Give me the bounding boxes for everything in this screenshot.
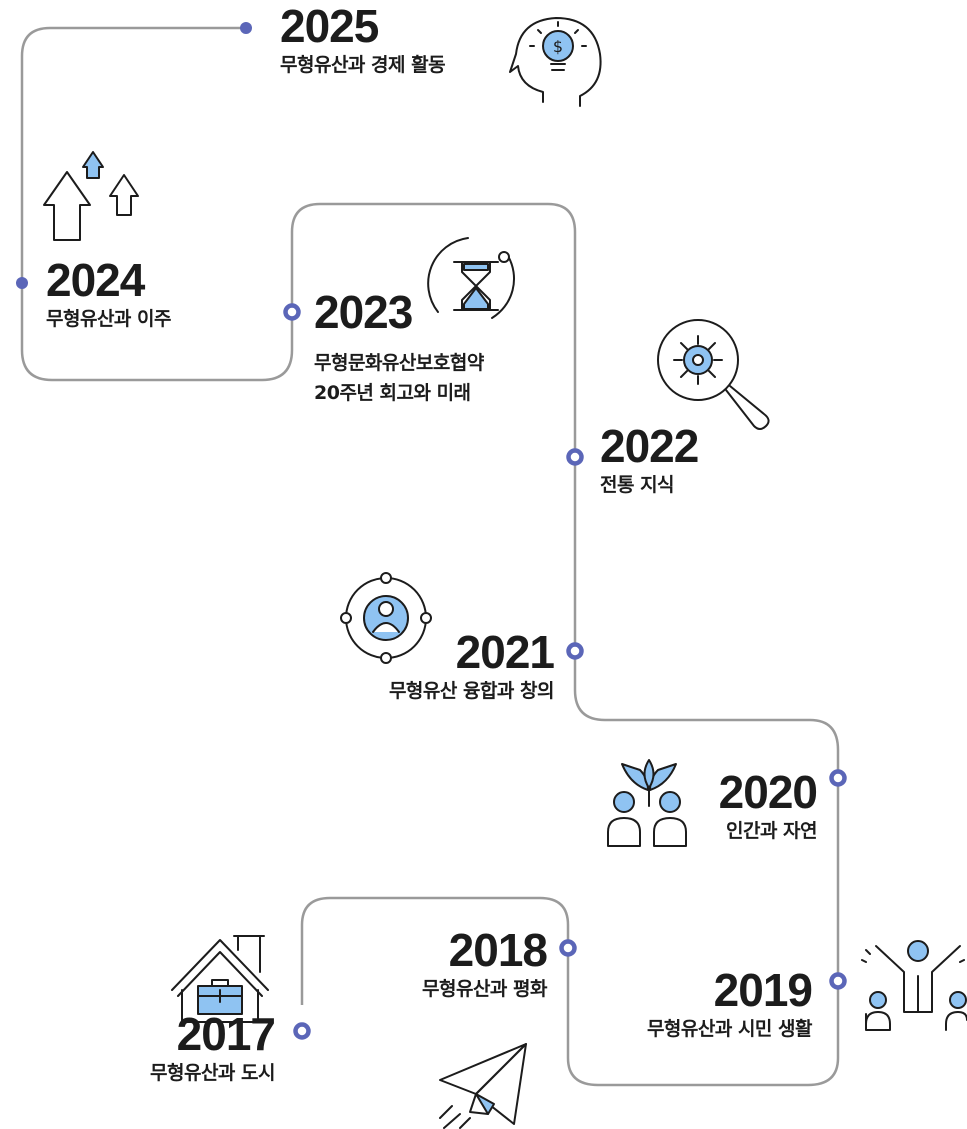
entry-2019: 2019 무형유산과 시민 생활 (646, 964, 813, 1044)
timeline-path (20, 26, 840, 1087)
entry-title: 무형유산과 도시 (150, 1062, 275, 1084)
year-label: 2022 (600, 420, 699, 472)
paper-plane-icon (439, 1043, 527, 1129)
entry-2024: 2024 무형유산과 이주 (46, 256, 171, 334)
entry-title-line2: 20주년 회고와 미래 (314, 382, 471, 404)
year-label: 2020 (718, 766, 818, 818)
dot-2018 (559, 939, 577, 957)
entry-title: 무형유산과 경제 활동 (280, 54, 446, 76)
entry-title: 무형유산과 평화 (422, 978, 547, 1000)
upward-arrows-icon (43, 151, 139, 241)
entry-2021: 2021 무형유산 융합과 창의 (388, 626, 555, 706)
year-label: 2018 (448, 924, 548, 976)
dot-2023 (283, 303, 301, 321)
house-briefcase-icon (171, 935, 269, 1023)
entry-title: 인간과 자연 (725, 820, 818, 842)
entry-2023: 2023 무형문화유산보호협약 20주년 회고와 미래 (314, 288, 484, 408)
entry-2020: 2020 인간과 자연 (718, 766, 818, 846)
cheering-people-icon (861, 940, 967, 1031)
dot-2021 (566, 642, 584, 660)
people-plant-icon (607, 759, 687, 847)
head-lightbulb-dollar-icon: $ (509, 17, 602, 107)
entry-title: 무형유산과 이주 (46, 308, 171, 330)
entry-2018: 2018 무형유산과 평화 (422, 924, 548, 1004)
svg-text:$: $ (553, 37, 563, 56)
year-label: 2017 (176, 1008, 276, 1060)
year-label: 2025 (280, 0, 379, 52)
entry-2025: 2025 무형유산과 경제 활동 (280, 0, 446, 80)
entry-title: 전통 지식 (600, 474, 675, 496)
dot-2022 (566, 448, 584, 466)
entry-title: 무형유산 융합과 창의 (388, 680, 555, 702)
dot-2020 (829, 769, 847, 787)
dot-2024 (16, 277, 28, 289)
entry-2022: 2022 전통 지식 (600, 420, 699, 500)
magnifier-virus-icon (657, 319, 770, 430)
year-label: 2023 (314, 286, 413, 338)
dot-2019 (829, 972, 847, 990)
year-label: 2021 (455, 626, 555, 678)
dot-2025 (240, 22, 252, 34)
dot-2017 (293, 1022, 311, 1040)
hourglass-icon (427, 237, 515, 319)
entry-title: 무형문화유산보호협약 (314, 352, 484, 374)
target-person-icon (340, 572, 432, 664)
entry-2017: 2017 무형유산과 도시 (150, 1008, 276, 1088)
entry-title: 무형유산과 시민 생활 (646, 1018, 813, 1040)
year-label: 2024 (46, 254, 145, 306)
year-label: 2019 (713, 964, 813, 1016)
